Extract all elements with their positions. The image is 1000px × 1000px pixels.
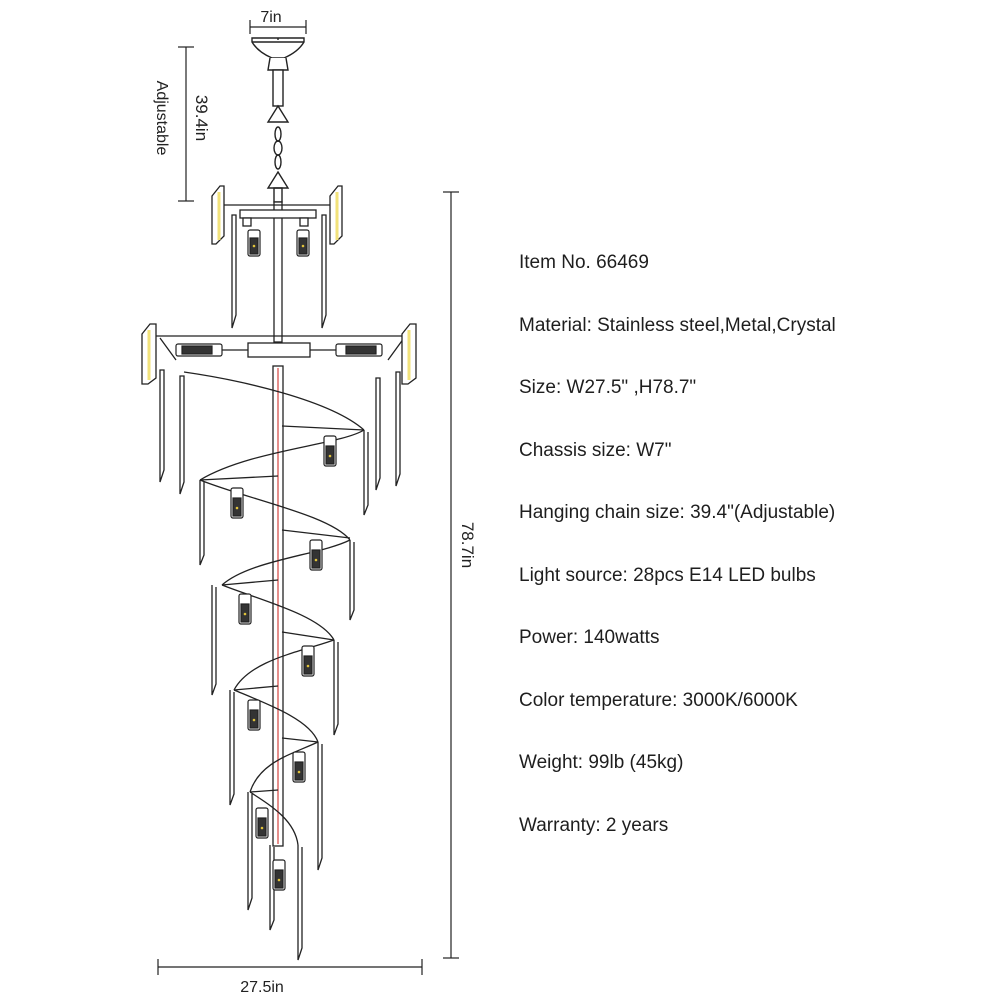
spec-item-number: Item No. 66469 bbox=[519, 252, 649, 273]
top-tier-frame bbox=[211, 185, 343, 329]
spec-item-chain: Hanging chain size: 39.4"(Adjustable) bbox=[519, 502, 836, 523]
spec-item-color-temperature: Color temperature: 3000K/6000K bbox=[519, 689, 798, 711]
spec-item-warranty: Warranty: 2 years bbox=[519, 814, 669, 836]
bulb bbox=[292, 751, 306, 783]
bulb bbox=[309, 539, 323, 571]
bulb bbox=[255, 807, 269, 839]
spec-item-weight: Weight: 99lb (45kg) bbox=[519, 752, 684, 773]
hanging-chain bbox=[266, 104, 290, 203]
bulb bbox=[175, 343, 223, 357]
middle-arm-frame bbox=[141, 323, 417, 495]
total-width-dimension bbox=[157, 959, 423, 975]
chassis-width-dimension bbox=[249, 20, 307, 34]
bulb bbox=[301, 645, 315, 677]
chain-adjustable-label: Adjustable bbox=[153, 81, 170, 156]
spiral-crystal-ribbon bbox=[183, 371, 369, 961]
bulb bbox=[335, 343, 383, 357]
bulb-glow-dots bbox=[235, 244, 332, 882]
spec-item-material: Material: Stainless steel,Metal,Crystal bbox=[519, 314, 836, 336]
bulb bbox=[296, 229, 310, 257]
bulb bbox=[238, 593, 252, 625]
spec-item-size: Size: W27.5" ,H78.7" bbox=[519, 377, 697, 398]
spec-list: Item No. 66469 Material: Stainless steel… bbox=[519, 250, 836, 875]
total-height-label: 78.7in bbox=[458, 522, 477, 568]
bulb bbox=[247, 699, 261, 731]
total-height-dimension bbox=[443, 191, 459, 959]
spec-item-light-source: Light source: 28pcs E14 LED bulbs bbox=[519, 564, 816, 586]
bulb bbox=[247, 229, 261, 257]
chain-length-label: 39.4in bbox=[192, 95, 211, 141]
center-rod bbox=[272, 201, 284, 847]
bulb bbox=[230, 487, 244, 519]
bulb bbox=[323, 435, 337, 467]
bulb bbox=[272, 859, 286, 891]
chassis-width-label: 7in bbox=[260, 9, 281, 26]
canopy bbox=[251, 37, 305, 107]
total-width-label: 27.5in bbox=[240, 979, 284, 996]
chain-length-dimension bbox=[178, 46, 194, 202]
spec-item-power: Power: 140watts bbox=[519, 627, 660, 648]
spec-item-chassis: Chassis size: W7" bbox=[519, 439, 672, 461]
